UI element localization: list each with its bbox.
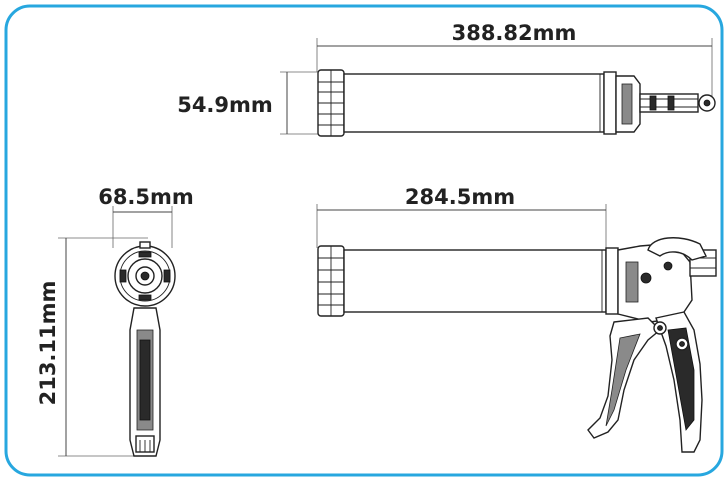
barrel-length-label: 284.5mm [405,185,515,209]
front-view: 68.5mm 213.11mm [36,185,194,457]
side-top-lever [647,237,708,261]
side-view: 284.5mm [316,185,717,453]
overall-length-label: 388.82mm [452,21,577,45]
side-barrel-tube [343,249,607,313]
frame-border [4,4,724,477]
top-barrel-tube [343,73,605,133]
overall-height-label: 213.11mm [36,281,60,406]
top-rear-collar [603,71,617,135]
front-width-label: 68.5mm [98,185,194,209]
side-rear-collar [605,247,619,315]
top-view: 388.82mm 54.9mm [177,21,716,137]
barrel-diameter-label: 54.9mm [177,93,273,117]
